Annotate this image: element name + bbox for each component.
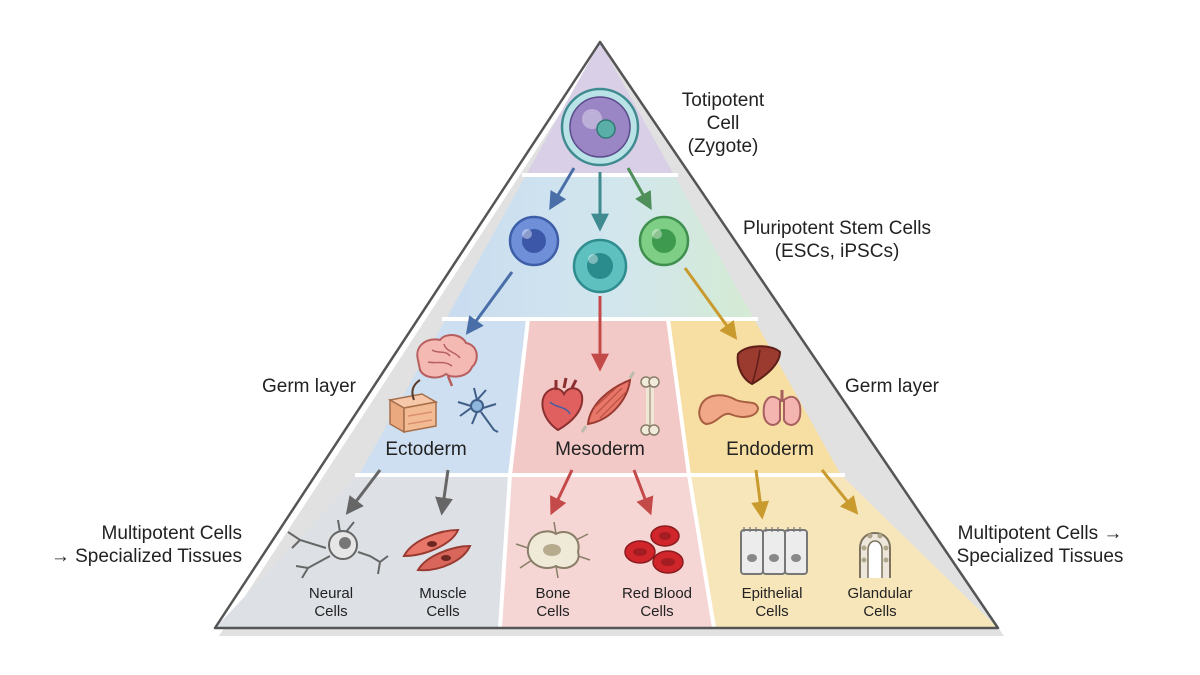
glandular-cell-icon [859, 532, 891, 578]
multipotent-label-left: Multipotent Cells → Specialized Tissues [40, 522, 242, 568]
pluripotent-label-line1: Pluripotent Stem Cells [743, 218, 931, 239]
bone-cell-icon [515, 521, 591, 579]
multipotent-right-line1: Multipotent Cells → [957, 523, 1123, 544]
glandular-cells-label: Glandular Cells [825, 585, 935, 621]
mesoderm-label: Mesoderm [555, 439, 645, 460]
totipotent-label: Totipotent Cell (Zygote) [663, 89, 783, 158]
arrow-zygote-green [626, 167, 652, 211]
arrow-zygote-blue [549, 167, 576, 211]
red-blood-cells-line2: Cells [640, 603, 674, 620]
red-blood-cell-icon [624, 525, 684, 574]
arrow-to-ectoderm [465, 271, 514, 335]
muscle-cells-line1: Muscle [419, 585, 467, 602]
pluripotent-label-line2: (ESCs, iPSCs) [774, 241, 900, 262]
arrow-to-endoderm [683, 267, 738, 340]
arrow-to-glandular [820, 469, 859, 515]
germ-layer-label-left: Germ layer [262, 376, 356, 397]
neural-cells-label: Neural Cells [276, 585, 386, 621]
tier-mesoderm [510, 319, 689, 475]
liver-icon [736, 345, 782, 386]
endoderm-label: Endoderm [726, 439, 814, 460]
multipotent-left-line1: Multipotent Cells [101, 523, 242, 544]
epithelial-cells-label: Epithelial Cells [717, 585, 827, 621]
germ-layer-label-right: Germ layer [845, 376, 939, 397]
multipotent-left-line2: → Specialized Tissues [50, 546, 242, 567]
tier-endoderm [668, 319, 841, 475]
neural-cells-line2: Cells [314, 603, 348, 620]
bone-cells-label: Bone Cells [498, 585, 608, 621]
glandular-cells-line2: Cells [863, 603, 897, 620]
muscle-cell-icon [402, 528, 472, 572]
stem-cell-icon [508, 215, 560, 267]
heart-icon [541, 377, 584, 432]
neural-cells-line1: Neural [308, 585, 354, 602]
pyramid-outline [213, 40, 1000, 630]
red-blood-cells-line1: Red Blood [621, 585, 693, 602]
arrow-to-epithelial [751, 469, 770, 520]
arrow-to-bone [550, 469, 574, 516]
muscle-icon [580, 371, 636, 433]
bone-cells-line2: Cells [536, 603, 570, 620]
stem-cell-icon [572, 238, 628, 294]
totipotent-label-line1: Totipotent Cell [681, 90, 765, 134]
arrow-to-rbc [632, 469, 654, 516]
brain-icon [416, 334, 478, 387]
pancreas-icon [698, 394, 760, 426]
muscle-cells-label: Muscle Cells [388, 585, 498, 621]
red-blood-cells-label: Red Blood Cells [602, 585, 712, 621]
stem-cell-icon [638, 215, 690, 267]
epithelial-cells-line2: Cells [755, 603, 789, 620]
lungs-icon [762, 390, 802, 426]
zygote-icon [560, 87, 640, 167]
epithelial-cells-line1: Epithelial [741, 585, 803, 602]
totipotent-label-line2: (Zygote) [687, 136, 759, 157]
arrow-to-neural [345, 469, 382, 515]
bone-cells-line1: Bone [535, 585, 571, 602]
bone-icon [640, 376, 660, 436]
skin-icon [387, 379, 439, 434]
tier-ectoderm [359, 319, 528, 475]
multipotent-right-line2: Specialized Tissues [956, 546, 1124, 567]
neuron-icon [457, 387, 499, 433]
neural-cell-icon [287, 519, 389, 579]
multipotent-label-right: Multipotent Cells → Specialized Tissues [950, 522, 1130, 568]
arrow-to-muscle [435, 469, 453, 516]
muscle-cells-line2: Cells [426, 603, 460, 620]
pluripotent-label: Pluripotent Stem Cells (ESCs, iPSCs) [742, 217, 932, 263]
ectoderm-label: Ectoderm [385, 439, 467, 460]
glandular-cells-line1: Glandular [847, 585, 913, 602]
epithelial-cell-icon [740, 527, 808, 575]
